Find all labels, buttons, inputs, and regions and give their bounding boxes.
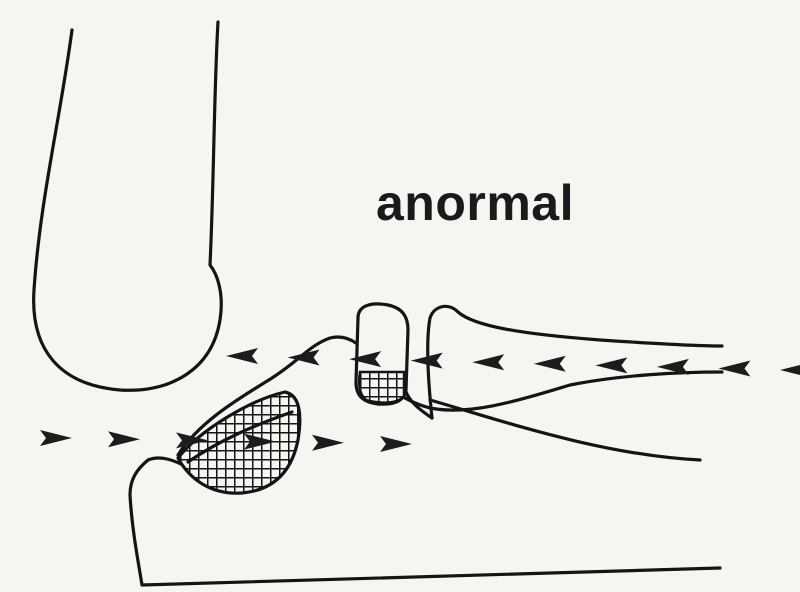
humerus-outline	[34, 22, 222, 390]
radius-lower-edge	[406, 392, 700, 460]
diagram-label: anormal	[376, 178, 574, 228]
arrowhead-left	[718, 360, 750, 376]
arrowhead-left	[226, 348, 258, 364]
arrowhead-right	[108, 431, 140, 447]
arrowhead-left	[534, 356, 566, 372]
arrowhead-left	[780, 362, 800, 378]
arrowhead-right	[312, 435, 344, 451]
arrowhead-left	[472, 354, 504, 370]
arrowhead-left	[595, 357, 627, 373]
arrowhead-right	[40, 430, 72, 446]
arrowhead-right	[380, 436, 412, 452]
radial-head-hatch	[359, 372, 404, 403]
